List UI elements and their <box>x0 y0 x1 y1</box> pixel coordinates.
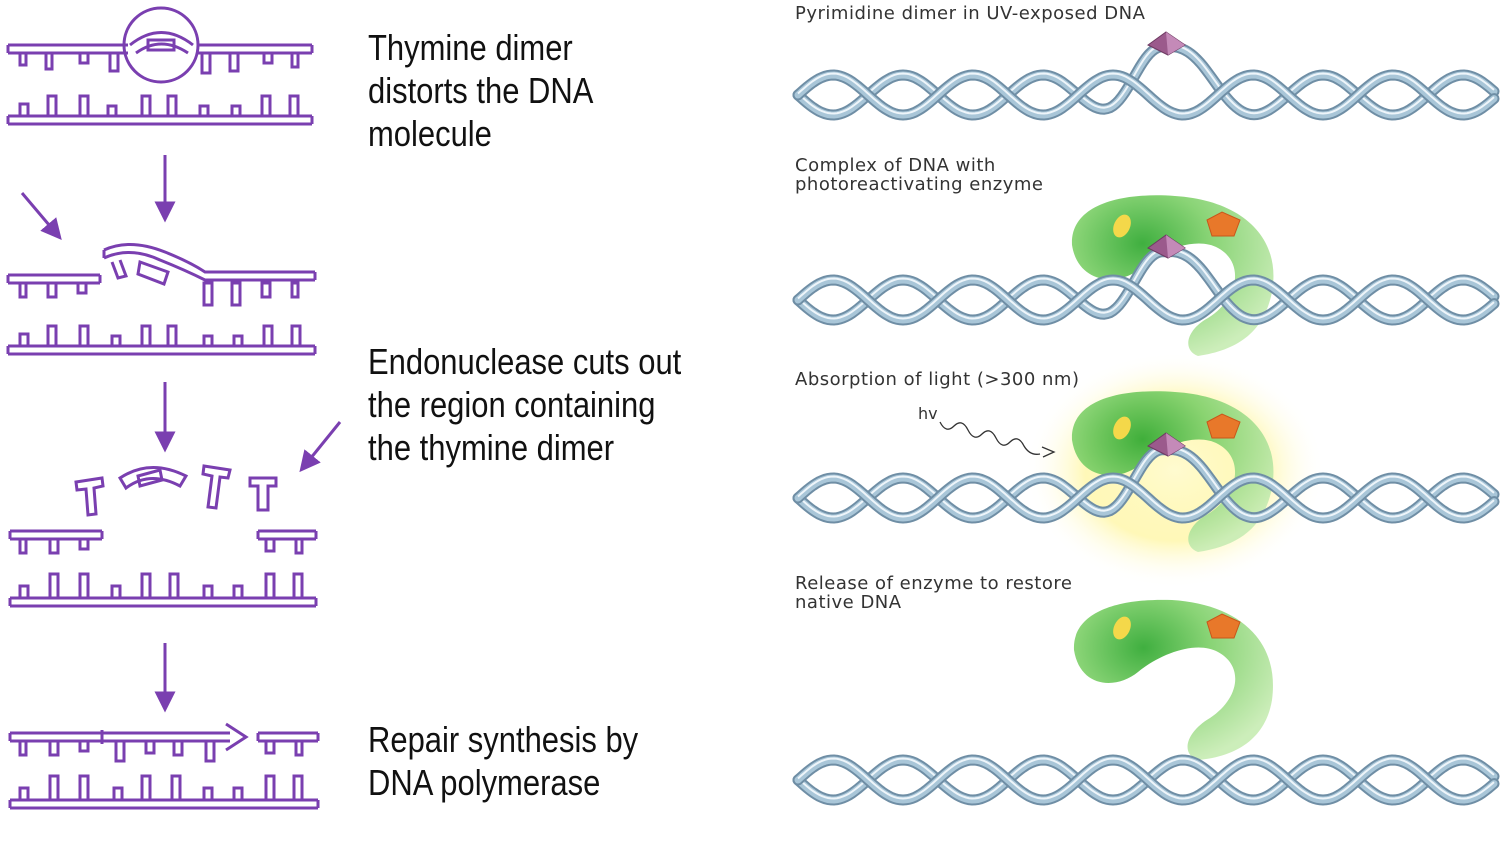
pyrimidine-dimer-1 <box>1147 31 1186 56</box>
gapped-dna-duplex <box>8 529 318 608</box>
label-line: distorts the DNA <box>368 70 594 111</box>
label-line: Thymine dimer <box>368 27 573 68</box>
label-line: Repair synthesis by <box>368 719 639 760</box>
dna-strand <box>794 276 1498 324</box>
photoreactivation-panel <box>792 31 1500 806</box>
dna-strand-highlight <box>797 249 1495 320</box>
caption-line: native DNA <box>795 592 902 613</box>
label-line: the thymine dimer <box>368 427 615 468</box>
caption-enzyme-complex: Complex of DNA with photoreactivating en… <box>795 156 1043 194</box>
label-line: DNA polymerase <box>368 762 601 803</box>
dna-strand-highlight <box>797 447 1495 518</box>
caption-line: Release of enzyme to restore <box>795 573 1073 594</box>
cut-arrow-left <box>20 192 62 241</box>
dna-helix-4 <box>792 754 1500 806</box>
dna-strand-highlight <box>797 475 1495 518</box>
dna-helix-3 <box>792 444 1500 524</box>
thymine-dimer <box>129 31 194 55</box>
label-line: molecule <box>368 113 492 154</box>
caption-release-enzyme: Release of enzyme to restore native DNA <box>795 574 1072 612</box>
enzyme-complex-2 <box>1071 195 1274 356</box>
label-thymine-dimer: Thymine dimer distorts the DNA molecule <box>368 26 593 155</box>
label-line: the region containing <box>368 384 656 425</box>
lower-bases <box>18 94 300 118</box>
label-endonuclease: Endonuclease cuts out the region contain… <box>368 340 681 469</box>
dna-strand <box>794 71 1498 119</box>
dna-helix-1 <box>792 41 1500 121</box>
released-enzyme <box>1073 599 1273 760</box>
caption-line: Absorption of light (>300 nm) <box>795 369 1080 390</box>
caption-line: Pyrimidine dimer in UV-exposed DNA <box>795 3 1146 24</box>
caption-pyrimidine-dimer: Pyrimidine dimer in UV-exposed DNA <box>795 4 1145 23</box>
repaired-dna-duplex <box>8 722 320 810</box>
upper-bases <box>18 51 300 75</box>
dna-strand-highlight <box>797 44 1495 115</box>
dna-strand <box>794 756 1498 804</box>
pyrimidine-dimer-3 <box>1147 432 1186 457</box>
dna-strand <box>794 474 1498 522</box>
dna-strand-highlight <box>797 72 1495 115</box>
nicked-dna-duplex <box>6 242 317 356</box>
synthesis-arrowhead <box>225 722 249 752</box>
cut-arrow-right <box>299 421 342 473</box>
caption-light-absorption: Absorption of light (>300 nm) <box>795 370 1080 389</box>
distorted-dna-duplex <box>6 6 314 126</box>
enzyme-complex-3 <box>1071 391 1274 552</box>
caption-line: Complex of DNA with <box>795 155 996 176</box>
light-symbol: hv <box>918 404 938 423</box>
dna-helix-2 <box>792 246 1500 326</box>
caption-line: photoreactivating enzyme <box>795 174 1044 195</box>
pyrimidine-dimer-2 <box>1147 234 1186 259</box>
label-repair-synthesis: Repair synthesis by DNA polymerase <box>368 718 638 804</box>
excision-repair-panel <box>6 6 342 810</box>
light-wave-arrow <box>939 421 1041 455</box>
distortion-circle <box>122 6 200 84</box>
dna-strand-highlight <box>797 277 1495 320</box>
label-line: Endonuclease cuts out <box>368 341 682 382</box>
dna-strand-highlight <box>797 757 1495 800</box>
excised-fragments <box>74 464 278 517</box>
